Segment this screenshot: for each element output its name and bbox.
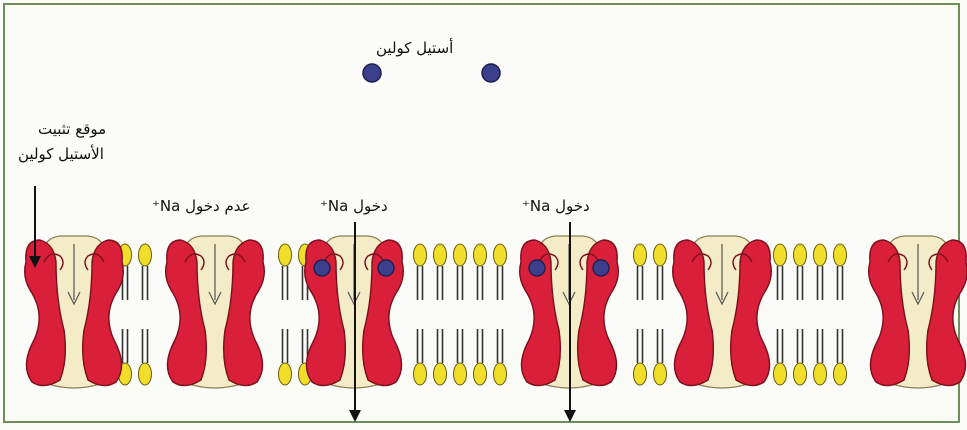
- phospholipid: [814, 244, 827, 300]
- sodium-entry-label-1: دخول Na⁺: [320, 197, 388, 215]
- phospholipid: [454, 244, 467, 300]
- phospholipid: [474, 244, 487, 300]
- free-acetylcholine-molecules: [363, 64, 500, 82]
- phospholipid: [774, 244, 787, 300]
- receptor-channel: [673, 236, 772, 388]
- phospholipid: [794, 244, 807, 300]
- receptor-channel: [166, 236, 265, 388]
- sodium-entry-label-2: دخول Na⁺: [522, 197, 590, 215]
- receptor-channel: [869, 236, 967, 388]
- phospholipid: [814, 329, 827, 385]
- phospholipid: [139, 244, 152, 300]
- phospholipid: [834, 329, 847, 385]
- no-sodium-entry-label: عدم دخول Na⁺: [152, 197, 251, 215]
- phospholipid: [434, 329, 447, 385]
- phospholipid: [414, 329, 427, 385]
- bound-acetylcholine: [593, 260, 609, 276]
- phospholipid: [494, 244, 507, 300]
- phospholipid: [474, 329, 487, 385]
- phospholipid: [279, 244, 292, 300]
- phospholipid: [794, 329, 807, 385]
- binding-site-label-line1: موقع تثبيت: [38, 120, 106, 138]
- phospholipid: [279, 329, 292, 385]
- phospholipid: [414, 244, 427, 300]
- receptor-channel: [25, 236, 124, 388]
- phospholipid: [454, 329, 467, 385]
- acetylcholine-molecule: [482, 64, 500, 82]
- phospholipid: [634, 329, 647, 385]
- bound-acetylcholine: [378, 260, 394, 276]
- phospholipid: [634, 244, 647, 300]
- phospholipid: [139, 329, 152, 385]
- acetylcholine-molecule: [363, 64, 381, 82]
- phospholipid: [494, 329, 507, 385]
- bound-acetylcholine: [314, 260, 330, 276]
- phospholipid: [834, 244, 847, 300]
- phospholipid: [774, 329, 787, 385]
- acetylcholine-label: أستيل كولين: [376, 39, 453, 57]
- phospholipid: [654, 329, 667, 385]
- phospholipid: [434, 244, 447, 300]
- bound-acetylcholine: [529, 260, 545, 276]
- phospholipid: [654, 244, 667, 300]
- binding-site-label-line2: الأستيل كولين: [18, 145, 104, 163]
